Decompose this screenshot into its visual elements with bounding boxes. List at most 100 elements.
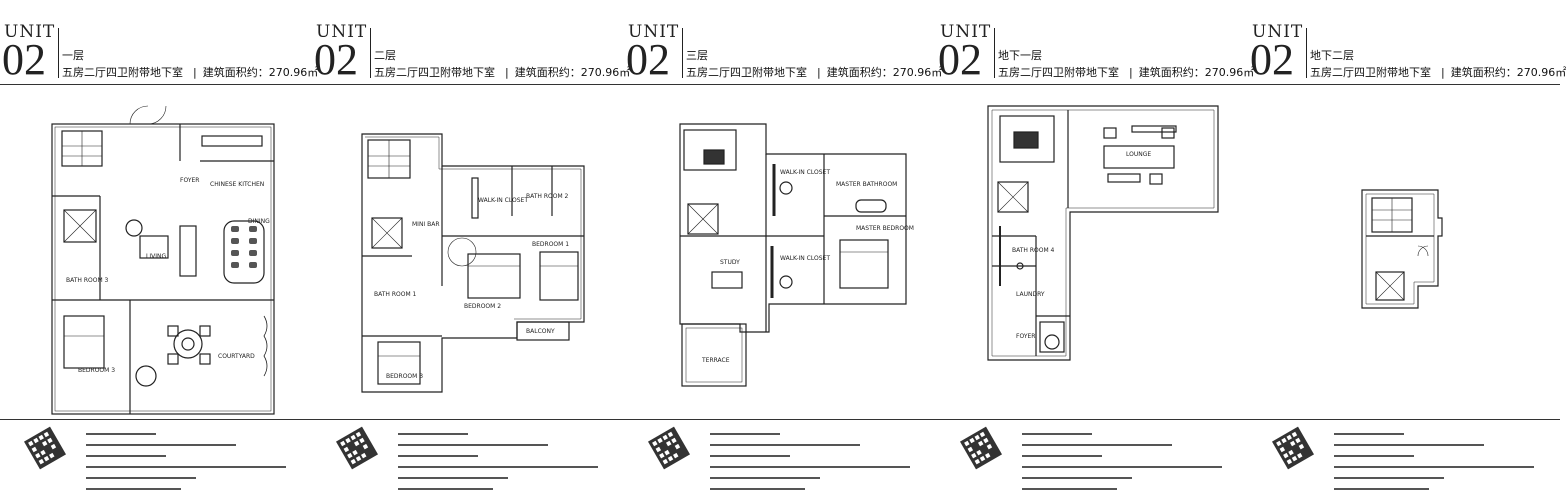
unit-description: 五房二厅四卫附带地下室|建筑面积约：270.96㎡ bbox=[998, 66, 1255, 79]
unit-label: UNIT bbox=[1252, 22, 1304, 42]
note-line bbox=[86, 441, 306, 449]
notes-block bbox=[398, 430, 618, 496]
footer-rule bbox=[936, 419, 1248, 420]
note-line bbox=[86, 485, 306, 493]
room-label: LAUNDRY bbox=[1016, 291, 1045, 298]
room-label: LIVING bbox=[146, 253, 166, 260]
room-label: WALK-IN CLOSET bbox=[780, 255, 830, 262]
panel-footer bbox=[1248, 420, 1560, 500]
room-label: BEDROOM 3 bbox=[386, 373, 423, 380]
panel-header: UNIT 02 地下一层 五房二厅四卫附带地下室|建筑面积约：270.96㎡ bbox=[936, 0, 1254, 84]
room-label: MINI BAR bbox=[412, 221, 440, 228]
floor-name: 地下二层 bbox=[1310, 49, 1354, 62]
header-rule bbox=[1248, 84, 1560, 85]
notes-block bbox=[86, 430, 306, 496]
header-divider bbox=[370, 28, 371, 78]
header-divider bbox=[682, 28, 683, 78]
unit-number: 02 bbox=[938, 35, 982, 84]
header-divider bbox=[1306, 28, 1307, 78]
note-line bbox=[710, 441, 930, 449]
unit-description: 五房二厅四卫附带地下室|建筑面积约：270.96㎡ bbox=[686, 66, 943, 79]
site-key-plan-icon bbox=[336, 426, 378, 470]
floor-plan-panel-5: UNIT 02 地下二层 五房二厅四卫附带地下室|建筑面积约：270.96㎡ bbox=[1248, 0, 1566, 500]
notes-block bbox=[1334, 430, 1554, 496]
note-line bbox=[1022, 463, 1242, 471]
room-label: COURTYARD bbox=[218, 353, 255, 360]
floor-name: 一层 bbox=[62, 49, 84, 62]
site-key-plan-icon bbox=[24, 426, 66, 470]
floor-plan-panel-1: UNIT 02 一层 五房二厅四卫附带地下室|建筑面积约：270.96㎡ bbox=[0, 0, 318, 500]
note-line bbox=[1022, 485, 1242, 493]
room-label: CHINESE KITCHEN bbox=[210, 181, 264, 188]
note-line bbox=[710, 463, 930, 471]
area-text: 建筑面积约：270.96㎡ bbox=[514, 66, 631, 79]
header-rule bbox=[624, 84, 936, 85]
panel-header: UNIT 02 二层 五房二厅四卫附带地下室|建筑面积约：270.96㎡ bbox=[312, 0, 630, 84]
floor-plan-drawing bbox=[1361, 189, 1443, 309]
room-label: MASTER BATHROOM bbox=[836, 181, 897, 188]
note-line bbox=[1334, 430, 1554, 438]
note-line bbox=[1334, 485, 1554, 493]
note-line bbox=[710, 485, 930, 493]
unit-number: 02 bbox=[626, 35, 670, 84]
footer-rule bbox=[624, 419, 936, 420]
room-label: BALCONY bbox=[526, 328, 555, 335]
room-label: MASTER BEDROOM bbox=[856, 225, 914, 232]
note-line bbox=[1334, 452, 1554, 460]
unit-label: UNIT bbox=[628, 22, 680, 42]
note-line bbox=[398, 463, 618, 471]
note-line bbox=[86, 463, 306, 471]
note-line bbox=[1022, 441, 1242, 449]
note-line bbox=[1334, 474, 1554, 482]
unit-description: 五房二厅四卫附带地下室|建筑面积约：270.96㎡ bbox=[62, 66, 319, 79]
footer-rule bbox=[1248, 419, 1560, 420]
site-key-plan-icon bbox=[960, 426, 1002, 470]
room-label: BATH ROOM 4 bbox=[1012, 247, 1055, 254]
panel-footer bbox=[936, 420, 1248, 500]
room-label: FOYER bbox=[180, 177, 199, 184]
panel-footer bbox=[624, 420, 936, 500]
area-text: 建筑面积约：270.96㎡ bbox=[1138, 66, 1255, 79]
floor-plan-panel-3: UNIT 02 三层 五房二厅四卫附带地下室|建筑面积约：270.96㎡ bbox=[624, 0, 942, 500]
note-line bbox=[86, 430, 306, 438]
note-line bbox=[1022, 430, 1242, 438]
note-line bbox=[398, 430, 618, 438]
floor-plan-panel-2: UNIT 02 二层 五房二厅四卫附带地下室|建筑面积约：270.96㎡ bbox=[312, 0, 630, 500]
header-divider bbox=[58, 28, 59, 78]
notes-block bbox=[710, 430, 930, 496]
room-label: TERRACE bbox=[701, 357, 730, 364]
note-line bbox=[398, 441, 618, 449]
room-label: BEDROOM 3 bbox=[78, 367, 115, 374]
panel-footer bbox=[0, 420, 312, 500]
footer-rule bbox=[312, 419, 624, 420]
unit-label: UNIT bbox=[940, 22, 992, 42]
room-label: WALK-IN CLOSET bbox=[780, 169, 830, 176]
layout-text: 五房二厅四卫附带地下室 bbox=[686, 66, 807, 79]
note-line bbox=[710, 452, 930, 460]
note-line bbox=[86, 452, 306, 460]
note-line bbox=[398, 474, 618, 482]
room-label: DINING bbox=[248, 218, 270, 225]
note-line bbox=[710, 430, 930, 438]
floor-plan-drawing: LOUNGE BATH ROOM 4 LAUNDRY FOYER bbox=[987, 105, 1219, 361]
floor-plan-drawing: FOYER CHINESE KITCHEN DINING LIVING BATH… bbox=[51, 105, 275, 415]
room-label: BEDROOM 2 bbox=[464, 303, 501, 310]
layout-text: 五房二厅四卫附带地下室 bbox=[374, 66, 495, 79]
panel-footer bbox=[312, 420, 624, 500]
layout-text: 五房二厅四卫附带地下室 bbox=[998, 66, 1119, 79]
floor-name: 三层 bbox=[686, 49, 708, 62]
header-rule bbox=[936, 84, 1248, 85]
area-text: 建筑面积约：270.96㎡ bbox=[1450, 66, 1566, 79]
floor-plan-panel-4: UNIT 02 地下一层 五房二厅四卫附带地下室|建筑面积约：270.96㎡ bbox=[936, 0, 1254, 500]
site-key-plan-icon bbox=[648, 426, 690, 470]
panel-header: UNIT 02 一层 五房二厅四卫附带地下室|建筑面积约：270.96㎡ bbox=[0, 0, 318, 84]
area-text: 建筑面积约：270.96㎡ bbox=[826, 66, 943, 79]
notes-block bbox=[1022, 430, 1242, 496]
note-line bbox=[1022, 474, 1242, 482]
floor-name: 地下一层 bbox=[998, 49, 1042, 62]
note-line bbox=[398, 452, 618, 460]
room-label: FOYER bbox=[1016, 333, 1035, 340]
header-rule bbox=[312, 84, 624, 85]
unit-description: 五房二厅四卫附带地下室|建筑面积约：270.96㎡ bbox=[1310, 66, 1566, 79]
room-label: WALK-IN CLOSET bbox=[478, 197, 528, 204]
